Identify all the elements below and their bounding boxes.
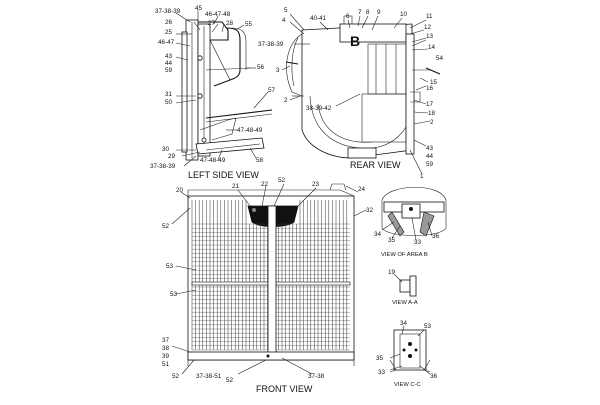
- callout: 34: [374, 231, 382, 238]
- callout: 36: [432, 233, 440, 240]
- callout: 19: [388, 269, 396, 276]
- callout: 57: [268, 87, 276, 94]
- callout: 27: [208, 20, 216, 27]
- callout: 52: [226, 377, 234, 384]
- callout: 43: [426, 145, 434, 152]
- callout: 43: [165, 53, 173, 60]
- callout: 9: [377, 9, 381, 16]
- callout: 50: [165, 99, 173, 106]
- callout: 37-38: [308, 373, 325, 380]
- callout: 37-38-39: [150, 163, 176, 170]
- callout: 53: [166, 263, 174, 270]
- callout: 17: [426, 101, 434, 108]
- callout: 33: [414, 239, 422, 246]
- callout: 38-39-42: [306, 105, 332, 112]
- callout: 8: [366, 9, 370, 16]
- callout: 46-47-48: [205, 11, 231, 18]
- front-view: 20 21 22 52 23 24 32 52 53 53 37 38 39 5…: [162, 177, 374, 394]
- callout: 35: [376, 355, 384, 362]
- callout: 21: [232, 183, 240, 190]
- callout: 12: [424, 24, 432, 31]
- callout: 37-38-39: [258, 41, 284, 48]
- callout: 45: [195, 5, 203, 12]
- callout: 47-48-49: [200, 157, 226, 164]
- callout: 36: [430, 373, 438, 380]
- callout: 11: [426, 13, 433, 20]
- callout: 37: [162, 337, 170, 344]
- callout: 14: [428, 44, 436, 51]
- left-side-view: 37-38-39 45 46-47-48 26 27 28 55 25 46-4…: [150, 5, 276, 180]
- callout: 53: [424, 323, 432, 330]
- callout: 5: [284, 7, 288, 14]
- front-view-title: FRONT VIEW: [256, 384, 313, 394]
- rear-housing: [301, 23, 413, 159]
- area-b-marker: B: [350, 33, 360, 49]
- callout: 31: [165, 91, 173, 98]
- callout: 51: [162, 361, 170, 368]
- callout: 1: [420, 173, 424, 180]
- callout: 23: [312, 181, 320, 188]
- callout: 32: [366, 207, 374, 214]
- callout: 22: [261, 181, 269, 188]
- callout: 2: [430, 119, 434, 126]
- callout: 40-41: [310, 15, 327, 22]
- left-side-view-title: LEFT SIDE VIEW: [188, 170, 259, 180]
- callout: 38: [162, 345, 170, 352]
- upper-hose: [213, 27, 241, 87]
- callout: 44: [426, 153, 434, 160]
- callout: 44: [165, 60, 173, 67]
- callout: 59: [165, 67, 173, 74]
- callout: 59: [426, 161, 434, 168]
- callout: 55: [245, 21, 253, 28]
- callout: 10: [400, 11, 408, 18]
- callout: 37-38-51: [196, 373, 222, 380]
- callout: 15: [430, 79, 438, 86]
- callout: 46-47: [158, 39, 175, 46]
- callout: 25: [165, 29, 173, 36]
- callout: 56: [257, 64, 265, 71]
- callout: 16: [426, 85, 434, 92]
- view-area-b-title: VIEW OF AREA B: [381, 252, 428, 258]
- callout: 2: [284, 97, 288, 104]
- callout: 58: [256, 157, 264, 164]
- callout: 47-48-49: [237, 127, 263, 134]
- callout: 33: [378, 369, 386, 376]
- callout: 20: [176, 187, 184, 194]
- callout: 35: [388, 237, 396, 244]
- callout: 6: [346, 13, 350, 20]
- callout: 30: [162, 146, 170, 153]
- callout: 53: [170, 291, 178, 298]
- callout: 54: [436, 55, 444, 62]
- view-a-a: 19 VIEW A-A: [388, 269, 418, 306]
- callout: 24: [358, 186, 366, 193]
- callout: 4: [282, 17, 286, 24]
- callout: 37-38-39: [155, 8, 181, 15]
- bottom-bracket: [195, 137, 265, 155]
- callout: 13: [426, 33, 434, 40]
- callout: 52: [278, 177, 286, 184]
- view-a-a-title: VIEW A-A: [392, 300, 418, 306]
- callout: 26: [165, 19, 173, 26]
- rear-view: 5 4 40-41 6 7 8 9 10 11 12 37-38-39 13 1…: [258, 7, 444, 180]
- callout: 18: [428, 110, 436, 117]
- callout: 29: [168, 153, 176, 160]
- rear-view-title: REAR VIEW: [350, 160, 401, 170]
- callout: 52: [172, 373, 180, 380]
- callout: 39: [162, 353, 170, 360]
- callout: 7: [358, 9, 362, 16]
- view-of-area-b: 34 35 33 36 VIEW OF AREA B: [374, 186, 447, 258]
- callout: 3: [276, 67, 280, 74]
- view-c-c-title: VIEW C-C: [394, 382, 421, 388]
- view-c-c: 34 53 35 33 36 VIEW C-C: [376, 320, 438, 388]
- callout: 28: [226, 20, 234, 27]
- callout: 52: [162, 223, 170, 230]
- callout: 34: [400, 320, 408, 327]
